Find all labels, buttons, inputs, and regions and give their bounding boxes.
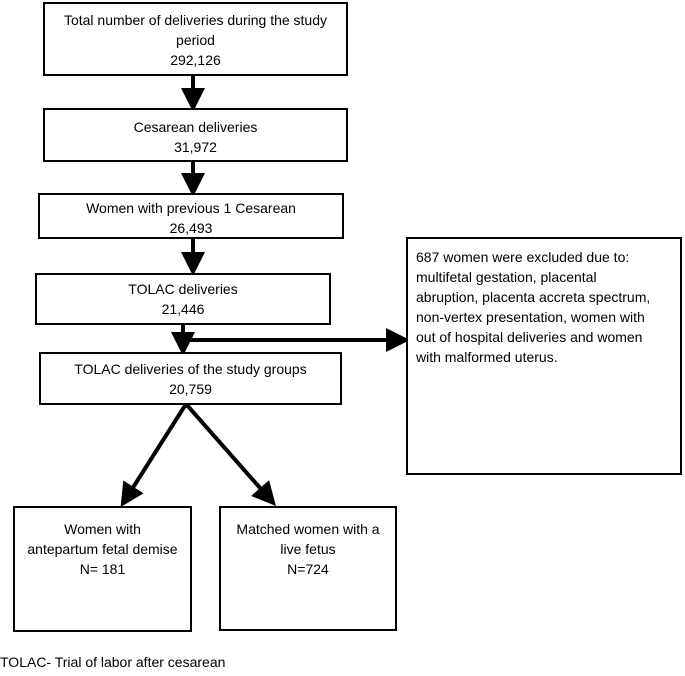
box-previous-label: Women with previous 1 Cesarean <box>86 200 296 216</box>
box-cesarean-label: Cesarean deliveries <box>133 119 258 135</box>
box-previous-cesarean: Women with previous 1 Cesarean 26,493 <box>38 193 344 239</box>
box-study-groups: TOLAC deliveries of the study groups 20,… <box>39 352 342 405</box>
box-total-line-1: Total number of deliveries during the st… <box>63 12 328 28</box>
box-demise-line-1: Women with <box>64 521 141 537</box>
box-excluded-line-5: out of hospital deliveries and women <box>416 329 643 345</box>
box-excluded-line-3: abruption, placenta accreta spectrum, <box>416 289 651 305</box>
box-previous-count: 26,493 <box>169 220 213 236</box>
box-tolac-label: TOLAC deliveries <box>128 281 238 297</box>
box-excluded-line-4: non-vertex presentation, women with <box>416 309 645 325</box>
box-total-count: 292,126 <box>170 52 221 68</box>
box-study-groups-label: TOLAC deliveries of the study groups <box>74 361 307 377</box>
box-antepartum-demise: Women with antepartum fetal demise N= 18… <box>13 506 192 632</box>
arrow-study-to-demise <box>120 402 188 508</box>
box-matched-live: Matched women with a live fetus N=724 <box>219 506 397 631</box>
box-total-deliveries: Total number of deliveries during the st… <box>43 2 348 76</box>
box-excluded-line-2: multifetal gestation, placental <box>416 269 597 285</box>
box-tolac-deliveries: TOLAC deliveries 21,446 <box>35 273 331 325</box>
box-excluded-line-6: with malformed uterus. <box>416 349 558 365</box>
box-matched-line-1: Matched women with a <box>236 521 380 537</box>
box-matched-line-2: live fetus <box>280 541 336 557</box>
box-total-line-2: period <box>176 32 215 48</box>
box-demise-line-2: antepartum fetal demise <box>27 541 178 557</box>
arrow-study-to-matched <box>184 402 276 507</box>
box-study-groups-count: 20,759 <box>169 381 212 397</box>
box-excluded-line-1: 687 women were excluded due to: <box>416 249 630 265</box>
box-cesarean-deliveries: Cesarean deliveries 31,972 <box>43 108 348 162</box>
box-excluded: 687 women were excluded due to: multifet… <box>406 237 682 475</box>
box-tolac-count: 21,446 <box>161 301 205 317</box>
box-cesarean-count: 31,972 <box>174 139 217 155</box>
box-demise-count: N= 181 <box>79 561 126 577</box>
footnote-tolac-definition: TOLAC- Trial of labor after cesarean <box>0 654 226 670</box>
box-matched-count: N=724 <box>287 561 329 577</box>
